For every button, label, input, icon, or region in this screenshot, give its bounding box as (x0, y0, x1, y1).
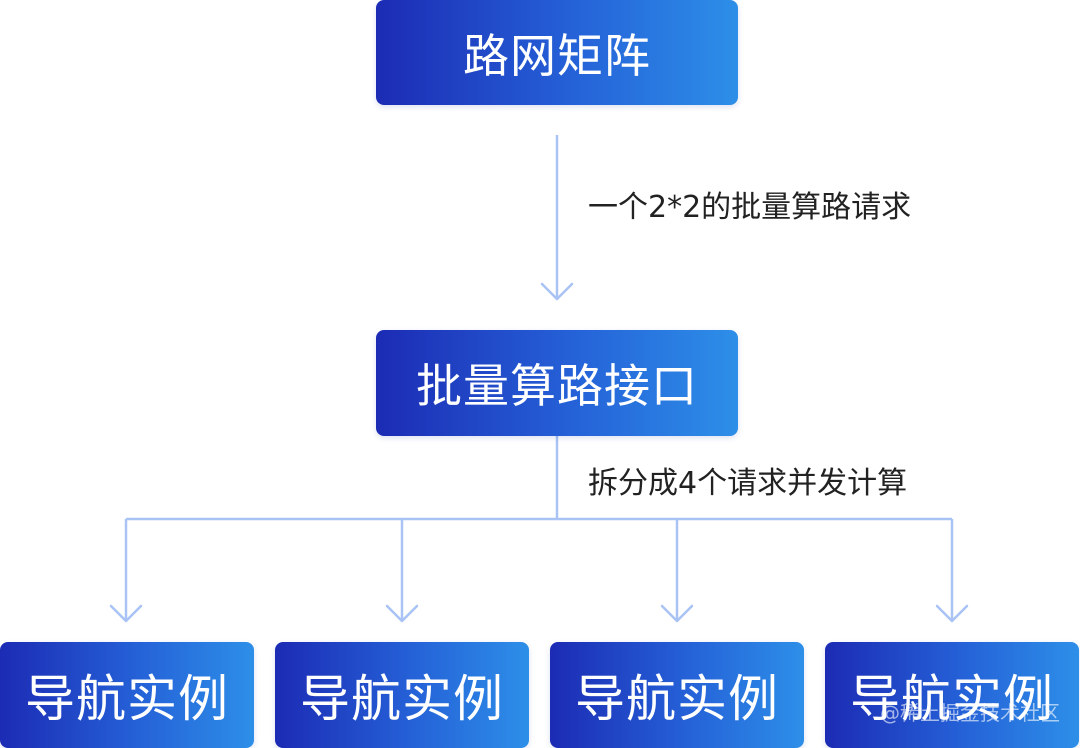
arrowhead-top-to-middle (540, 282, 574, 301)
node-navigation-instance-1: 导航实例 (0, 642, 254, 748)
node-navigation-instance-3: 导航实例 (550, 642, 804, 748)
node-top-label: 路网矩阵 (463, 28, 651, 83)
node-middle-label: 批量算路接口 (416, 359, 698, 413)
arrowhead-branch-1 (109, 604, 143, 623)
arrowhead-branch-3 (660, 604, 694, 623)
node-road-network-matrix: 路网矩阵 (376, 0, 738, 105)
arrowhead-branch-4 (935, 604, 969, 623)
watermark: @稀土掘金技术社区 (880, 701, 1060, 725)
leaf-label: 导航实例 (25, 670, 229, 728)
arrowhead-branch-2 (385, 604, 419, 623)
edge-label-split-requests: 拆分成4个请求并发计算 (588, 466, 908, 501)
leaf-label: 导航实例 (575, 670, 779, 728)
leaf-label: 导航实例 (850, 670, 1054, 728)
edge-label-batch-request: 一个2*2的批量算路请求 (588, 190, 912, 225)
node-navigation-instance-4: 导航实例 (825, 642, 1079, 748)
node-navigation-instance-2: 导航实例 (275, 642, 529, 748)
node-batch-routing-api: 批量算路接口 (376, 330, 738, 436)
leaf-label: 导航实例 (300, 670, 504, 728)
